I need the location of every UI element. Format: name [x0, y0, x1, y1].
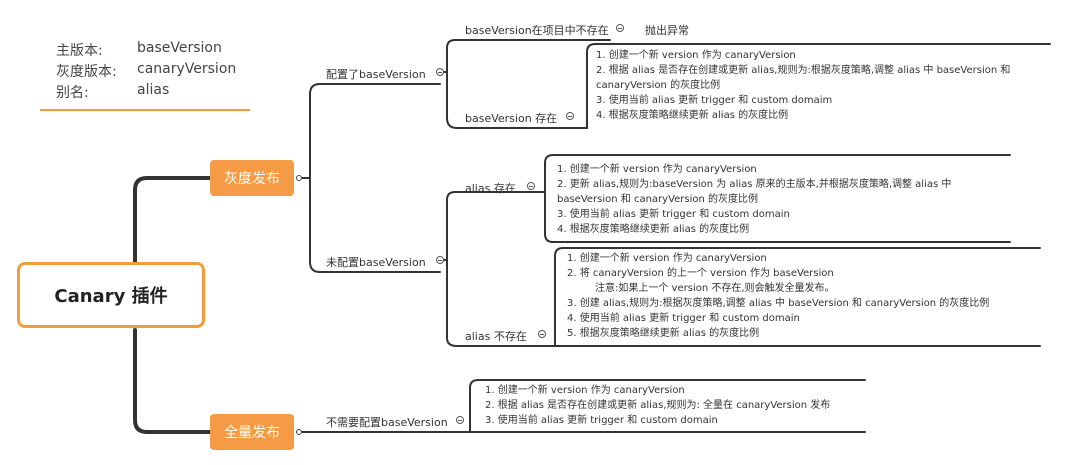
node-base-not-exist[interactable]: baseVersion在项目中不存在: [465, 24, 609, 37]
step-text: 5. 根据灰度策略继续更新 alias 的灰度比例: [567, 328, 760, 339]
step-text: 2. 根据 alias 是否存在创建或更新 alias,规则为: 全量在 can…: [485, 400, 831, 411]
step-text: 4. 使用当前 alias 更新 trigger 和 custom domain: [567, 313, 800, 324]
step-text: 3. 使用当前 alias 更新 trigger 和 custom domain: [557, 209, 790, 220]
collapse-dot[interactable]: [296, 175, 302, 181]
legend-value: canaryVersion: [137, 61, 237, 77]
collapse-icon[interactable]: [436, 68, 444, 76]
step-text: 1. 创建一个新 version 作为 canaryVersion: [567, 253, 767, 264]
step-text: 1. 创建一个新 version 作为 canaryVersion: [557, 164, 757, 175]
step-text: 3. 使用当前 alias 更新 trigger 和 custom domain: [485, 415, 718, 426]
collapse-icon[interactable]: [456, 416, 464, 424]
node-configured[interactable]: 配置了baseVersion: [326, 68, 426, 81]
step-text: canaryVersion 的灰度比例: [596, 80, 721, 91]
branch-label: 灰度发布: [224, 171, 280, 187]
step-text: 2. 更新 alias,规则为:baseVersion 为 alias 原来的主…: [557, 179, 952, 190]
collapse-icon[interactable]: [436, 256, 444, 264]
note-text: 注意:如果上一个 version 不存在,则会触发全量发布。: [595, 283, 835, 294]
branch-full[interactable]: 全量发布: [210, 414, 294, 450]
step-text: 2. 将 canaryVersion 的上一个 version 作为 baseV…: [567, 268, 834, 279]
legend-key: 灰度版本:: [56, 64, 117, 80]
collapse-icon[interactable]: [566, 112, 574, 120]
step-text: 4. 根据灰度策略继续更新 alias 的灰度比例: [557, 224, 750, 235]
step-text: 4. 根据灰度策略继续更新 alias 的灰度比例: [596, 110, 789, 121]
node-base-exists[interactable]: baseVersion 存在: [465, 112, 558, 125]
root-label: Canary 插件: [54, 286, 168, 307]
step-text: 2. 根据 alias 是否存在创建或更新 alias,规则为:根据灰度策略,调…: [596, 65, 1011, 76]
legend-value: baseVersion: [137, 40, 222, 56]
node-no-base-needed[interactable]: 不需要配置baseVersion: [326, 416, 448, 429]
legend-key: 主版本:: [56, 43, 103, 59]
node-alias-missing[interactable]: alias 不存在: [465, 330, 527, 343]
step-text: 1. 创建一个新 version 作为 canaryVersion: [485, 385, 685, 396]
branch-label: 全量发布: [224, 425, 280, 441]
collapse-icon[interactable]: [527, 182, 535, 190]
legend-row-base: 主版本:: [56, 40, 103, 60]
root-node[interactable]: Canary 插件: [17, 262, 205, 328]
collapse-dot[interactable]: [296, 429, 302, 435]
branch-canary[interactable]: 灰度发布: [210, 160, 294, 196]
legend-value: alias: [137, 82, 170, 98]
step-text: 3. 使用当前 alias 更新 trigger 和 custom domaim: [596, 95, 833, 106]
node-not-configured[interactable]: 未配置baseVersion: [326, 256, 426, 269]
legend-key: 别名:: [56, 85, 89, 101]
step-text: 3. 创建 alias,规则为:根据灰度策略,调整 alias 中 baseVe…: [567, 298, 990, 309]
node-alias-exists[interactable]: alias 存在: [465, 182, 516, 195]
collapse-icon[interactable]: [616, 24, 624, 32]
step-text: baseVersion 和 canaryVersion 的灰度比例: [557, 194, 759, 205]
collapse-icon[interactable]: [538, 330, 546, 338]
step-text: 1. 创建一个新 version 作为 canaryVersion: [596, 50, 796, 61]
node-throw-error[interactable]: 抛出异常: [645, 24, 689, 37]
